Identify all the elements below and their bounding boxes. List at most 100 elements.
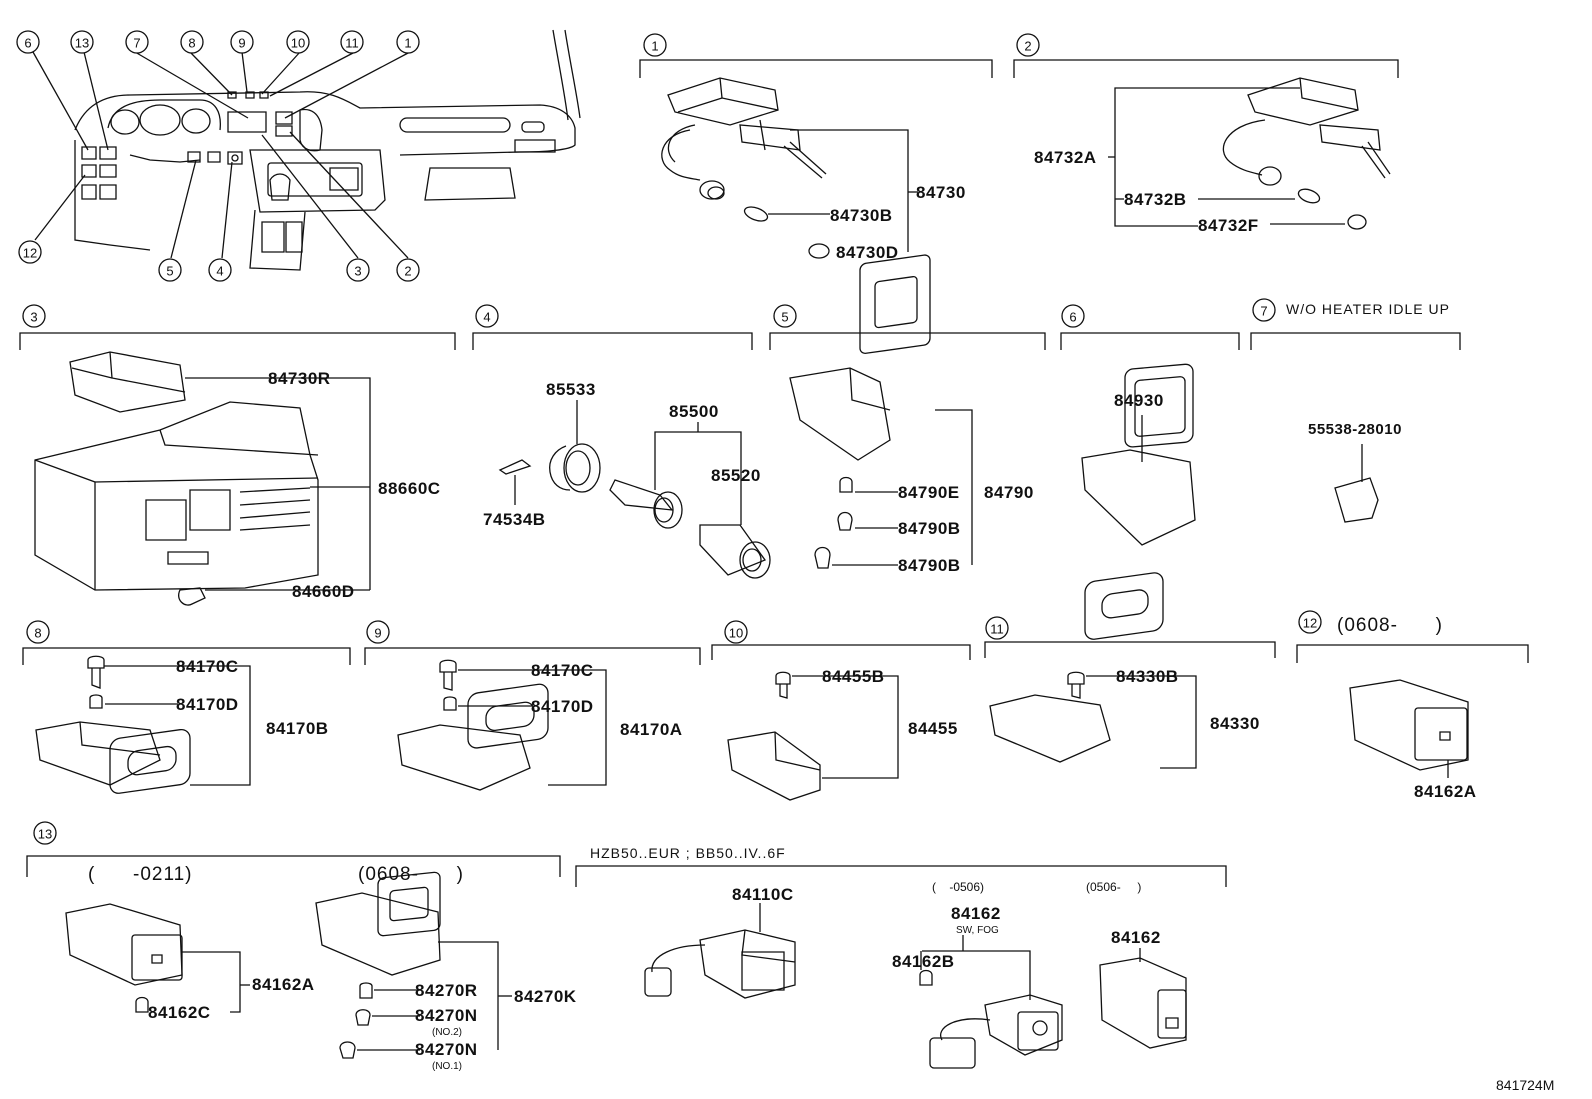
key-circle: 3 [347, 259, 369, 281]
switch-block-6 [82, 147, 96, 159]
group-9 [365, 648, 700, 790]
part-84162C: 84162C [148, 1003, 211, 1022]
group-13 [27, 856, 560, 1058]
part-84162-right: 84162 [1111, 928, 1161, 947]
svg-text:12: 12 [1303, 616, 1317, 631]
group-number-3: 3 [23, 305, 45, 327]
key-number: 2 [404, 264, 411, 279]
part-55538-28010: 55538-28010 [1308, 421, 1402, 438]
group-number-1: 1 [644, 34, 666, 56]
note-no2: (NO.2) [432, 1027, 462, 1038]
part-84162A: 84162A [1414, 782, 1477, 801]
svg-text:2: 2 [1024, 39, 1031, 54]
key-circle: 1 [397, 31, 419, 53]
key-circle: 8 [181, 31, 203, 53]
key-circle: 5 [159, 259, 181, 281]
part-84330: 84330 [1210, 714, 1260, 733]
part-84270R: 84270R [415, 981, 478, 1000]
part-84730D: 84730D [836, 243, 899, 262]
note-sw-fog: SW, FOG [956, 925, 999, 936]
key-circle: 9 [231, 31, 253, 53]
part-84790B-2: 84790B [898, 556, 961, 575]
key-number: 9 [238, 36, 245, 51]
key-number: 3 [354, 264, 361, 279]
key-number: 7 [133, 36, 140, 51]
group-number-4: 4 [476, 305, 498, 327]
part-84170C: 84170C [176, 657, 239, 676]
svg-text:3: 3 [30, 310, 37, 325]
key-number: 10 [291, 36, 305, 51]
part-74534B: 74534B [483, 510, 546, 529]
svg-text:5: 5 [781, 310, 788, 325]
svg-text:1: 1 [651, 39, 658, 54]
group-6 [1061, 333, 1239, 545]
key-circle: 12 [19, 241, 41, 263]
part-85520: 85520 [711, 466, 761, 485]
part-85500: 85500 [669, 402, 719, 421]
group-8 [23, 648, 350, 795]
part-85533: 85533 [546, 380, 596, 399]
svg-text:7: 7 [1260, 304, 1267, 319]
part-84790: 84790 [984, 483, 1034, 502]
group-number-5: 5 [774, 305, 796, 327]
group-number-6: 6 [1062, 305, 1084, 327]
key-number: 8 [188, 36, 195, 51]
key-circle: 7 [126, 31, 148, 53]
key-circle: 6 [17, 31, 39, 53]
key-number: 13 [75, 36, 89, 51]
part-84170A: 84170A [620, 720, 683, 739]
note-wo-heater-idle-up: W/O HEATER IDLE UP [1286, 301, 1450, 317]
key-circle: 11 [341, 31, 363, 53]
group-number-12: 12 [1299, 611, 1321, 633]
part-84170D-9: 84170D [531, 697, 594, 716]
range-0506-a: ( -0506) [932, 880, 984, 894]
group-number-2: 2 [1017, 34, 1039, 56]
group-4 [473, 333, 770, 578]
range-0211: ( -0211) [88, 864, 193, 885]
part-84330B: 84330B [1116, 667, 1179, 686]
group-hzb50 [576, 866, 1226, 1068]
svg-text:11: 11 [990, 622, 1004, 637]
part-84790B-1: 84790B [898, 519, 961, 538]
key-circle: 13 [71, 31, 93, 53]
key-number: 12 [23, 246, 37, 261]
key-number: 4 [216, 264, 223, 279]
part-84270N-2: 84270N [415, 1006, 478, 1025]
group-number-11: 11 [986, 617, 1008, 639]
group-number-7: 7 [1253, 299, 1275, 321]
group-1 [640, 60, 992, 258]
key-number: 1 [404, 36, 411, 51]
part-84162B: 84162B [892, 952, 955, 971]
part-84162A-13: 84162A [252, 975, 315, 994]
part-84170D: 84170D [176, 695, 239, 714]
note-hzb50: HZB50..EUR ; BB50..IV..6F [590, 845, 786, 861]
part-84730: 84730 [916, 183, 966, 202]
part-84170C-9: 84170C [531, 661, 594, 680]
key-number: 5 [166, 264, 173, 279]
svg-text:9: 9 [374, 626, 381, 641]
part-84790E: 84790E [898, 483, 960, 502]
part-84730R: 84730R [268, 369, 331, 388]
part-84660D: 84660D [292, 582, 355, 601]
part-84270N-1: 84270N [415, 1040, 478, 1059]
range-0506-b: (0506- ) [1086, 880, 1141, 894]
part-84455: 84455 [908, 719, 958, 738]
part-84270K: 84270K [514, 987, 577, 1006]
svg-text:4: 4 [483, 310, 490, 325]
key-circle: 4 [209, 259, 231, 281]
part-84930: 84930 [1114, 391, 1164, 410]
svg-text:8: 8 [34, 626, 41, 641]
key-number: 11 [345, 36, 359, 51]
part-84732B: 84732B [1124, 190, 1187, 209]
group-number-13: 13 [34, 822, 56, 844]
svg-text:10: 10 [729, 626, 743, 641]
group-11 [985, 572, 1275, 768]
group-12 [1297, 645, 1528, 778]
part-84455B: 84455B [822, 667, 885, 686]
part-84162-fog: 84162 [951, 904, 1001, 923]
range-0608: (0608- ) [1337, 615, 1443, 636]
drawing-code: 841724M [1496, 1077, 1554, 1093]
